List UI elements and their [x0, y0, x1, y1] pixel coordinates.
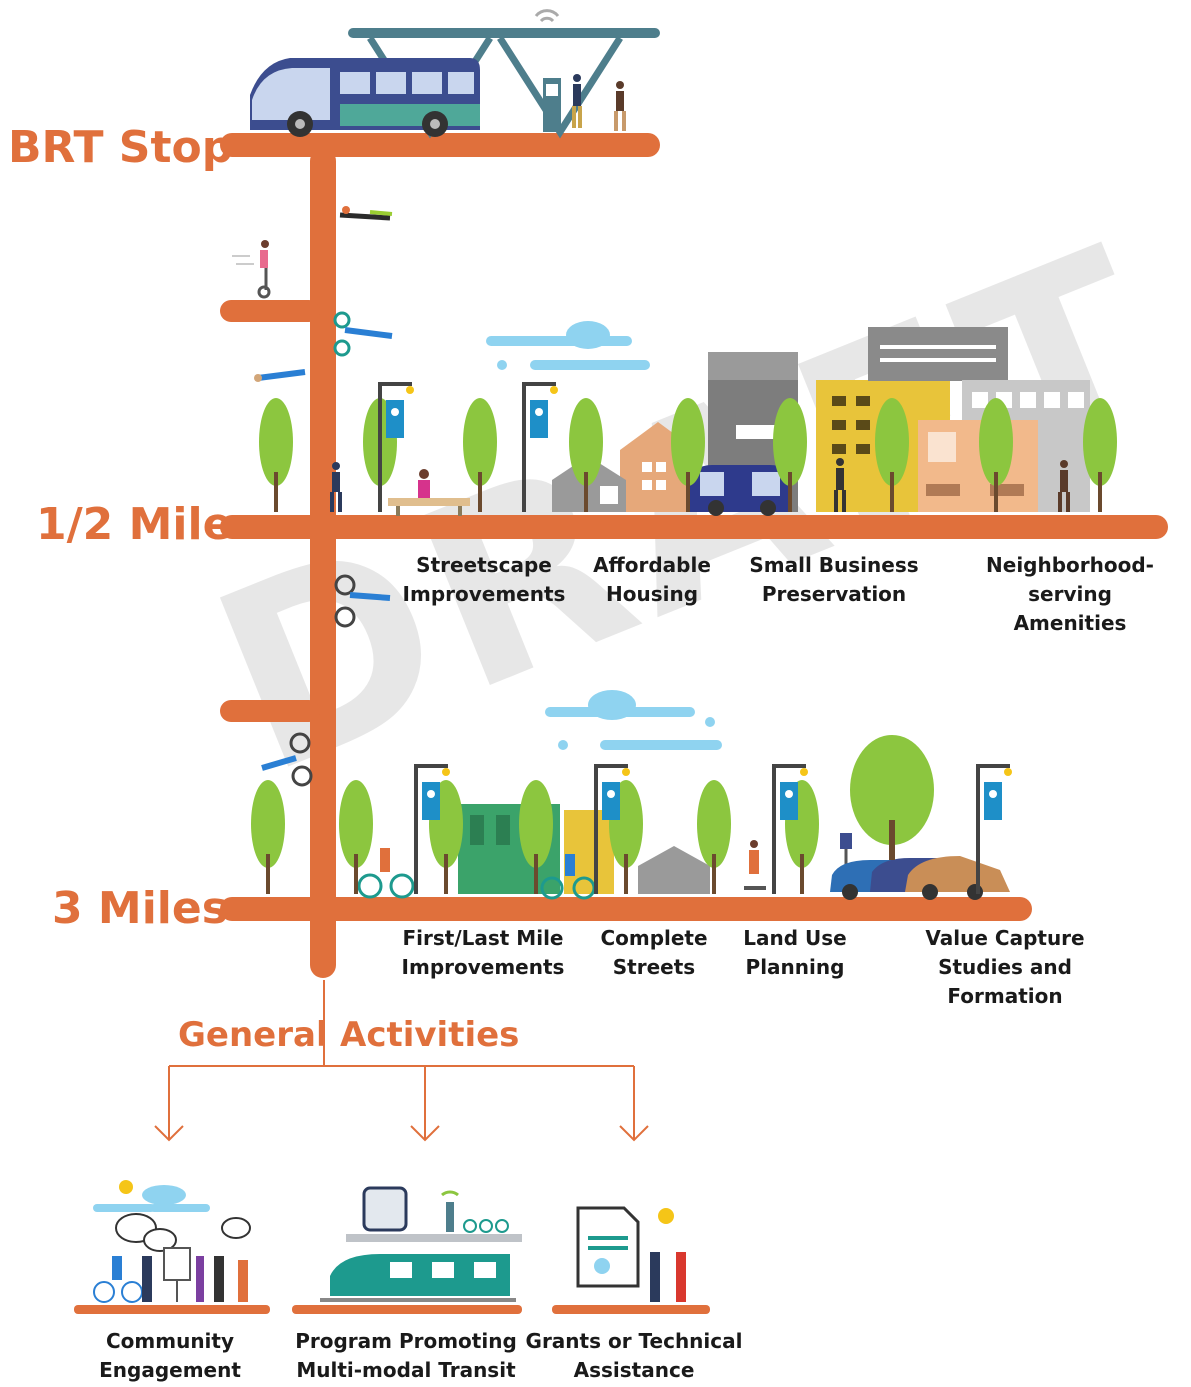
tree-icon: [463, 398, 497, 512]
ticket-kiosk-icon: [543, 78, 561, 132]
street-lamp-icon: [522, 382, 558, 512]
general-activity-grants: Grants or Technical Assistance: [525, 1329, 743, 1382]
tree-icon: [1083, 398, 1117, 512]
general-activities-heading-word-2: Activities: [340, 1015, 520, 1055]
half-mile-activity-streetscape: Streetscape Improvements: [402, 553, 566, 606]
seated-person-icon: [418, 469, 430, 498]
tree-icon: [569, 398, 603, 512]
street-lamp-icon: [976, 764, 1012, 894]
bottom-bars: [74, 1305, 710, 1314]
grants-document-icon: [576, 1206, 686, 1302]
building-top-gray: [868, 327, 1008, 381]
vertical-trunk: [310, 148, 336, 978]
half-mile-activity-affordable-housing: Affordable Housing: [593, 553, 711, 606]
general-activities-heading-word-1: General: [178, 1015, 328, 1055]
three-mile-activity-land-use: Land Use Planning: [743, 926, 847, 979]
autonomous-shuttle-icon: [690, 465, 788, 516]
stub-bar-1: [220, 300, 320, 322]
business-person-icon: [834, 458, 846, 512]
stub-bar-2: [220, 700, 320, 722]
building-yellow-small: [564, 810, 614, 894]
building-peach: [918, 420, 1038, 512]
skateboarder-icon: [744, 840, 766, 890]
arrow-1: [154, 1125, 184, 1142]
large-tree-icon: [850, 735, 934, 860]
three-mile-bar: [220, 897, 1032, 921]
tree-icon: [251, 780, 285, 894]
bench-icon: [388, 498, 470, 516]
three-mile-activity-value-capture: Value Capture Studies and Formation: [925, 926, 1085, 1008]
cyclist-icon-2: [334, 574, 391, 628]
community-engagement-icon: [93, 1180, 251, 1303]
general-activities-connector: [154, 980, 649, 1142]
brt-stop-bar: [220, 133, 660, 157]
house-gray-2: [638, 846, 710, 894]
bus-icon: [250, 58, 480, 137]
tree-icon: [979, 398, 1013, 512]
half-mile-activity-small-business: Small Business Preservation: [749, 553, 919, 606]
level-label-three-miles: 3 Miles: [52, 883, 228, 934]
tree-icon: [697, 780, 731, 894]
level-label-half-mile: 1/2 Mile: [36, 499, 233, 550]
cloud-icon-1: [486, 321, 650, 370]
runner-icon-1: [339, 206, 393, 221]
level-label-brt-stop: BRT Stop: [8, 122, 234, 173]
half-mile-bar: [220, 515, 1168, 539]
general-activity-multimodal-program: Program Promoting Multi-modal Transit: [295, 1329, 517, 1382]
tree-icon: [339, 780, 373, 894]
arrow-2: [410, 1125, 440, 1142]
street-lamp-icon: [414, 764, 450, 894]
walking-person-icon: [330, 462, 342, 512]
street-lamp-icon: [772, 764, 808, 894]
general-activity-community-engagement: Community Engagement: [99, 1329, 241, 1382]
arrow-3: [619, 1125, 649, 1142]
scooter-rider-icon: [232, 240, 271, 299]
tree-icon: [671, 398, 705, 512]
three-mile-activity-complete-streets: Complete Streets: [600, 926, 708, 979]
street-lamp-icon: [378, 382, 414, 512]
shopper-icon: [1058, 460, 1070, 512]
tree-icon: [259, 398, 293, 512]
multimodal-transit-icon: [320, 1186, 522, 1302]
cyclist-icon-3: [261, 732, 313, 787]
tree-icon: [519, 780, 553, 894]
cyclist-icon-4: [357, 848, 415, 899]
cyclist-icon-1: [333, 311, 393, 357]
orange-spine: [220, 133, 1168, 978]
tree-icon: [773, 398, 807, 512]
trees-group: [251, 398, 1117, 894]
three-mile-activity-first-last-mile: First/Last Mile Improvements: [401, 926, 565, 979]
tree-icon: [875, 398, 909, 512]
half-mile-activity-amenities: Neighborhood-serving Amenities: [986, 553, 1154, 635]
street-lamp-icon: [594, 764, 630, 894]
cloud-icon-2: [545, 690, 722, 750]
pedestrians-icon: [572, 74, 626, 131]
parked-cars-icon: [830, 856, 1010, 900]
street-lamps-group: [378, 382, 1012, 894]
runner-icon-2: [254, 369, 306, 382]
